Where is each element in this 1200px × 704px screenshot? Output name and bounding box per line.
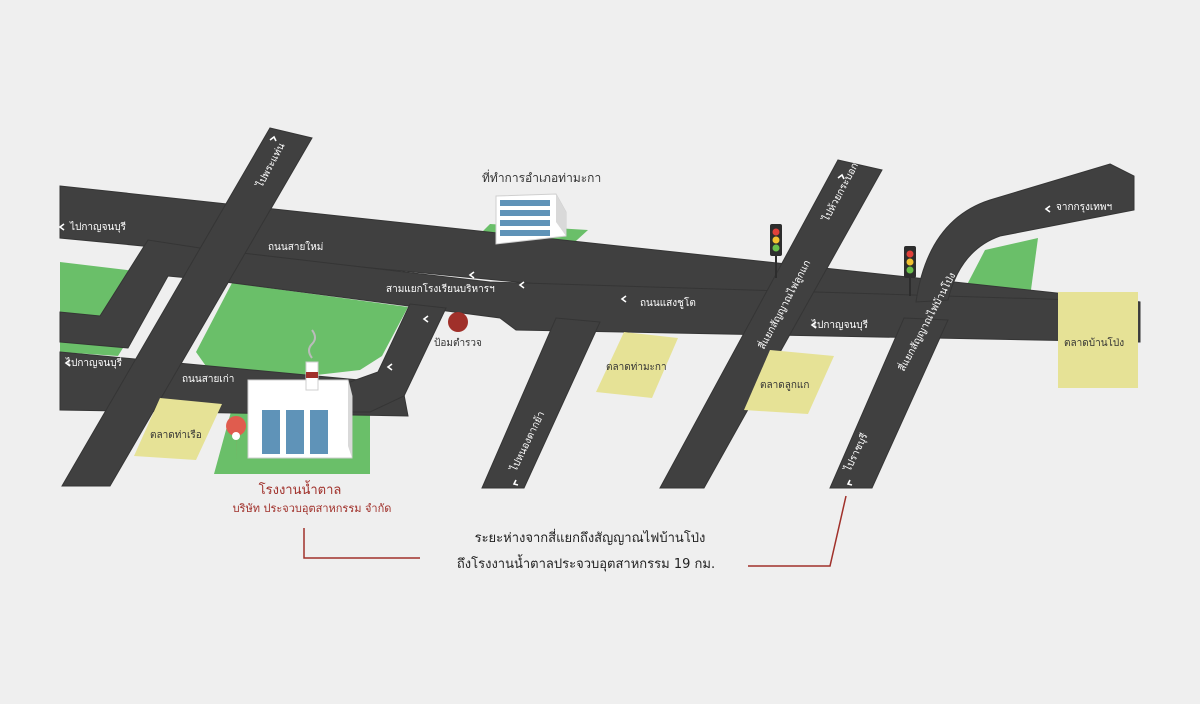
market-luk-kae-block: [744, 350, 834, 414]
road-diagonal-school: [349, 303, 447, 413]
road-nong-ta-kha: [481, 317, 601, 489]
market-ban-pong-label: ตลาดบ้านโป่ง: [1064, 336, 1124, 349]
traffic-light-icon: [904, 246, 916, 296]
distance-note-line2: ถึงโรงงานน้ำตาลประจวบอุตสาหกรรม 19 กม.: [457, 554, 715, 572]
direction-kanchanaburi-right: ไปกาญจนบุรี: [811, 319, 869, 331]
road-from-bangkok: [915, 163, 1135, 303]
market-ban-pong-block: [1058, 292, 1138, 388]
map-pin-icon[interactable]: [226, 416, 247, 460]
police-box-label: ป้อมตำรวจ: [434, 337, 482, 349]
market-tha-ruea-label: ตลาดท่าเรือ: [150, 429, 202, 441]
direction-from-bangkok: จากกรุงเทพฯ: [1056, 202, 1112, 213]
market-tha-maka-label: ตลาดท่ามะกา: [606, 362, 667, 373]
road-vertical-phraeng-tan: [61, 127, 313, 487]
market-luk-kae-label: ตลาดลูกแก: [760, 380, 809, 391]
factory-company: บริษัท ประจวบอุตสาหกรรม จำกัด: [233, 502, 392, 515]
direction-kanchanaburi-mid: ไปกาญจนบุรี: [65, 357, 123, 369]
park-center: [196, 283, 408, 386]
market-tha-ruea-block: [134, 398, 222, 460]
road-ratchaburi: [829, 317, 949, 489]
road-label-main-upper: ถนนสายใหม่: [268, 241, 323, 253]
distance-connector-right: [748, 495, 847, 567]
distance-note-line1: ระยะห่างจากสี่แยกถึงสัญญาณไฟบ้านโป่ง: [475, 529, 706, 546]
district-office-label: ที่ทำการอำเภอท่ามะกา: [482, 169, 601, 185]
factory-name: โรงงานน้ำตาล: [259, 480, 342, 498]
road-label-main-right: ถนนแสงชูโต: [640, 296, 696, 309]
direction-arrows: [58, 135, 1051, 486]
direction-kanchanaburi-top: ไปกาญจนบุรี: [69, 221, 127, 233]
police-box-icon: [448, 312, 468, 332]
road-label-main-lower: ถนนสายเก่า: [182, 374, 234, 385]
district-office-building: [495, 193, 567, 245]
road-main-lower: [59, 239, 1141, 349]
intersection-school-label: สามแยกโรงเรียนบริหารฯ: [386, 282, 495, 295]
distance-connector-left: [303, 528, 420, 559]
road-huai-krabok: [659, 159, 883, 489]
market-tha-maka-block: [596, 332, 678, 398]
traffic-light-icon: [770, 224, 782, 278]
factory-building: [247, 329, 353, 459]
